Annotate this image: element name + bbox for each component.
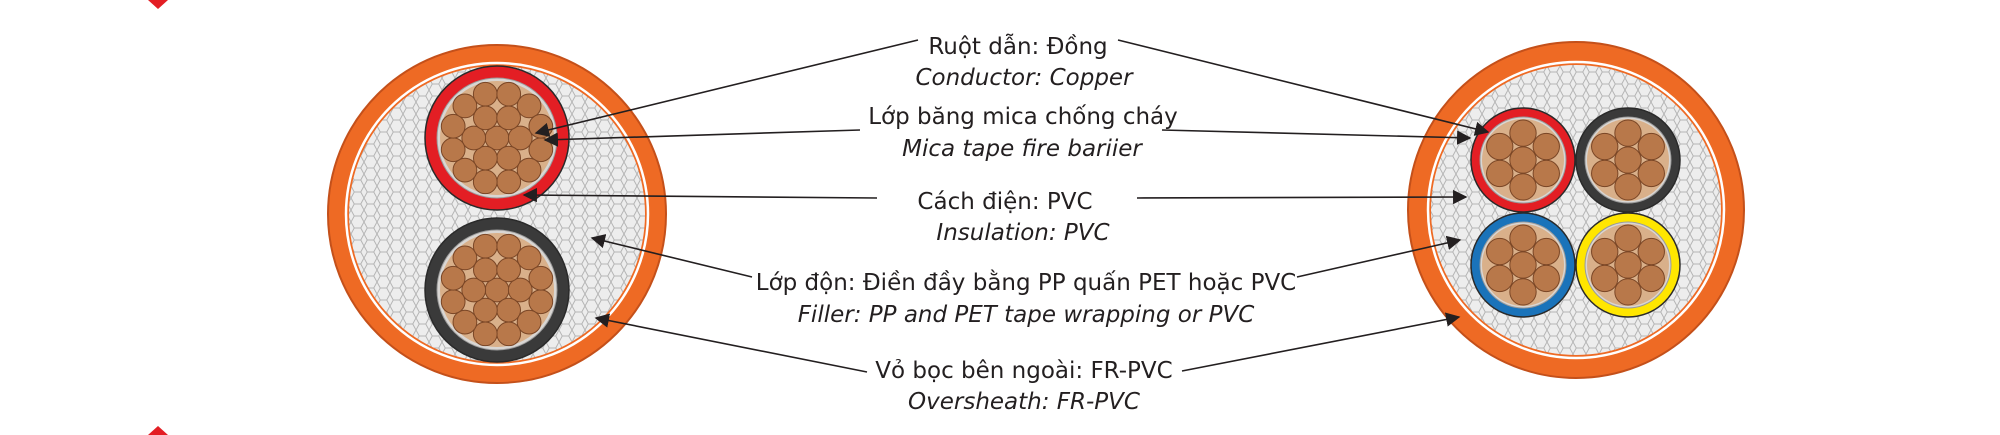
leader-insulation-right (1136, 189, 1468, 205)
core-yellow (1575, 212, 1681, 318)
copper-strand (1591, 159, 1619, 188)
corner-accent-bottom (148, 426, 168, 435)
oversheath-inner-line (344, 61, 650, 367)
copper-strand (1532, 132, 1560, 161)
label-mica-vi: Lớp băng mica chống cháy (868, 104, 1178, 130)
copper-strand (440, 113, 466, 139)
four-core-cable (1407, 41, 1745, 379)
copper-strand (1532, 159, 1560, 188)
copper-strand (472, 169, 498, 195)
filler (1431, 65, 1721, 355)
core-black (1575, 107, 1681, 213)
copper-strand (496, 81, 522, 107)
copper-strand (1509, 119, 1537, 147)
copper-strand (1509, 251, 1537, 279)
copper-strand (452, 309, 478, 335)
copper-strand (473, 257, 498, 283)
copper-strand (528, 289, 554, 315)
copper-strand (472, 233, 498, 259)
copper-strand (528, 137, 554, 163)
copper-strand (1532, 237, 1560, 266)
copper-strand (1637, 264, 1665, 293)
copper-strand (516, 245, 542, 271)
copper-strand (496, 321, 522, 347)
copper-strand (507, 125, 533, 151)
copper-strand (516, 93, 542, 119)
label-sheath-en: Oversheath: FR-PVC (908, 389, 1140, 415)
copper-strand (1637, 237, 1665, 266)
label-filler-vi: Lớp độn: Điền đầy bằng PP quấn PET hoặc … (756, 269, 1297, 296)
copper-strand (1486, 237, 1514, 266)
copper-strand (496, 257, 521, 283)
copper-strand (1614, 278, 1642, 306)
copper-strand (461, 277, 487, 303)
leader-insulation-left (522, 187, 878, 203)
copper-strand (496, 297, 521, 323)
leader-mica-right (1161, 129, 1472, 145)
copper-strand (1532, 264, 1560, 293)
copper-strand (1614, 146, 1642, 174)
copper-strand (440, 289, 466, 315)
label-insulation-vi: Cách điện: PVC (917, 189, 1092, 215)
label-conductor-en: Conductor: Copper (915, 65, 1134, 91)
leader-conductor-left (534, 39, 919, 137)
copper-strand (528, 113, 554, 139)
copper-strand (516, 309, 542, 335)
copper-strand (1614, 224, 1642, 252)
copper-strand (1637, 159, 1665, 188)
copper-strand (461, 125, 487, 151)
leader-filler-left (590, 234, 753, 278)
two-core-cable (327, 44, 667, 384)
copper-strand (1509, 146, 1537, 174)
oversheath-inner-line (1426, 60, 1726, 360)
label-mica-en: Mica tape fire bariier (902, 136, 1143, 162)
copper-strand (472, 81, 498, 107)
copper-strand (496, 233, 522, 259)
copper-strand (1591, 132, 1619, 161)
label-conductor-vi: Ruột dẫn: Đồng (928, 32, 1107, 60)
copper-strand (496, 145, 521, 171)
copper-strand (1509, 173, 1537, 201)
copper-strand (1486, 264, 1514, 293)
copper-strand (1614, 173, 1642, 201)
copper-strand (1486, 159, 1514, 188)
copper-strand (452, 245, 478, 271)
copper-strand (516, 157, 542, 183)
label-sheath-vi: Vỏ bọc bên ngoài: FR-PVC (875, 358, 1172, 384)
core-red (1470, 107, 1576, 213)
copper-strand (1486, 132, 1514, 161)
leader-sheath-left (594, 313, 868, 373)
copper-strand (528, 265, 554, 291)
corner-accent-top (148, 0, 168, 9)
copper-strand (473, 105, 498, 131)
copper-strand (496, 169, 522, 195)
copper-strand (452, 93, 478, 119)
filler (349, 66, 645, 362)
labels: Ruột dẫn: Đồng Conductor: Copper Lớp băn… (756, 32, 1297, 415)
core-red (424, 65, 570, 211)
core-black (424, 217, 570, 363)
copper-strand (440, 137, 466, 163)
label-insulation-en: Insulation: PVC (936, 220, 1109, 246)
copper-strand (1509, 224, 1537, 252)
label-filler-en: Filler: PP and PET tape wrapping or PVC (798, 302, 1255, 328)
copper-strand (1591, 264, 1619, 293)
copper-strand (452, 157, 478, 183)
copper-strand (507, 277, 533, 303)
leader-sheath-right (1181, 312, 1461, 372)
copper-strand (1509, 278, 1537, 306)
copper-strand (1614, 251, 1642, 279)
core-blue (1470, 212, 1576, 318)
copper-strand (1591, 237, 1619, 266)
leader-lines (522, 39, 1490, 373)
copper-strand (1614, 119, 1642, 147)
copper-strand (472, 321, 498, 347)
copper-strand (440, 265, 466, 291)
copper-strand (496, 105, 521, 131)
leader-mica-left (543, 129, 861, 147)
copper-strand (1637, 132, 1665, 161)
leader-filler-right (1296, 235, 1462, 278)
leader-conductor-right (1117, 39, 1490, 136)
